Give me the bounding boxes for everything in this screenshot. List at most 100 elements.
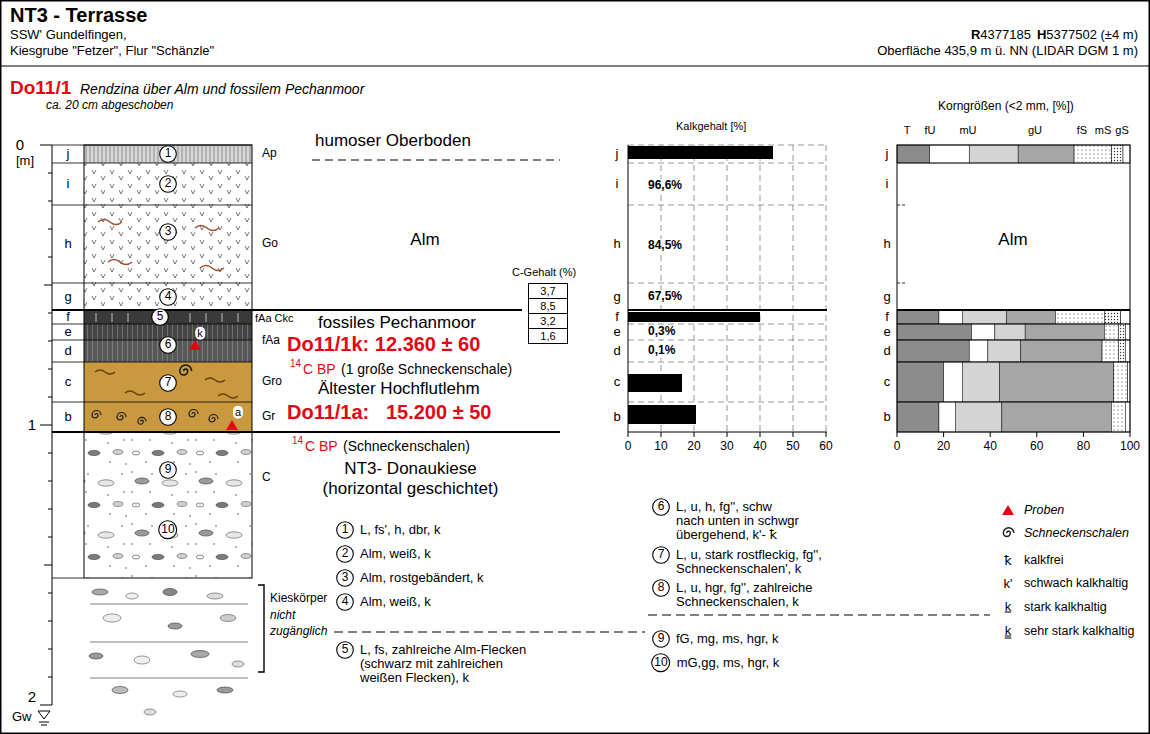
column-heading: gS	[1115, 124, 1128, 137]
coordinate-key: H	[1037, 28, 1046, 43]
number-circle-outline	[160, 176, 177, 193]
legend-symbol: k	[1005, 600, 1012, 615]
horizon-letter: i	[616, 177, 619, 192]
horizon-letter: e	[64, 325, 71, 340]
snail-shells	[138, 417, 146, 424]
soil-column	[84, 145, 252, 163]
layer-description: L, fs, zahlreiche Alm-Flecken (schwarz m…	[360, 643, 540, 685]
table-cell: 8,5	[528, 298, 568, 314]
table-value: 8,5	[540, 300, 555, 313]
grain-bar-segment	[1007, 310, 1056, 324]
rust-mottles	[125, 391, 145, 395]
soil-column	[84, 145, 252, 578]
layer-key: 5L, fs, zahlreiche Alm-Flecken (schwarz …	[336, 641, 354, 659]
grain-bar-segment	[988, 340, 1021, 362]
legend-symbol: k	[1005, 624, 1012, 639]
horizon-letter: j	[886, 147, 889, 162]
number-circle-outline	[653, 631, 670, 648]
bracket-label: Kieskörper	[270, 592, 327, 606]
lime-chart	[628, 374, 682, 392]
legend-symbols	[1002, 505, 1014, 537]
rust-bands	[98, 220, 224, 271]
axis-tick-label: 0	[894, 440, 901, 454]
inaccessible-gravel	[232, 661, 244, 667]
axis-tick-label: 50	[786, 440, 799, 454]
value-label: 0,3%	[646, 325, 677, 339]
chart-title: Kalkgehalt [%]	[676, 120, 746, 133]
layer-description: fG, mg, ms, hgr, k	[676, 632, 876, 646]
column-heading: fS	[1077, 124, 1087, 137]
axis-tick-label: 60	[1030, 440, 1043, 454]
location-text: Kiesgrube "Fetzer", Flur "Schänzle"	[10, 44, 214, 59]
horizon-letter: c	[614, 375, 621, 390]
value-label: 84,5%	[646, 239, 684, 253]
layer-key: 9fG, mg, ms, hgr, k	[652, 630, 670, 648]
layer-key: 3Alm, rostgebändert, k	[336, 569, 354, 587]
lime-chart	[628, 405, 696, 424]
depth-tick-label: 0	[16, 136, 24, 153]
horizon-letter: e	[883, 325, 890, 340]
inaccessible-gravel	[220, 615, 236, 622]
inaccessible-gravel	[90, 604, 248, 678]
horizon-code: fAa	[262, 334, 280, 348]
snail-shells	[92, 411, 101, 419]
number-circle-outline	[653, 547, 670, 564]
depth-unit: [m]	[16, 154, 34, 169]
horizon-code: fAa Ckc	[255, 312, 294, 325]
inaccessible-gravel	[144, 709, 156, 715]
snail-shells	[117, 413, 126, 421]
callout-number: 7	[165, 376, 172, 390]
rust-bands	[195, 226, 219, 231]
table-value: 3,7	[540, 285, 555, 298]
layer-label: humoser Oberboden	[315, 131, 471, 151]
grain-bar-segment	[1123, 145, 1130, 163]
table-cell: 3,2	[528, 313, 568, 329]
value-label: 0,1%	[646, 344, 677, 358]
number-circle-outline	[160, 146, 177, 163]
layer-description: mG,gg, ms, hgr, k	[677, 656, 877, 670]
callout-number: 4	[165, 290, 172, 304]
horizon-letter: d	[613, 344, 620, 359]
callout-number: 5	[342, 643, 349, 657]
callout-number: 3	[165, 225, 172, 239]
number-circle-outline	[160, 224, 177, 241]
groundwater-symbol	[38, 711, 50, 719]
radiocarbon-date: Do11/1k: 12.360 ± 60	[287, 333, 480, 356]
axis-tick-label: 100	[1120, 440, 1140, 454]
isotope-superscript: 14	[290, 358, 301, 370]
axis-tick-label: 30	[720, 440, 733, 454]
layer-number: 10	[158, 520, 177, 539]
horizon-letter: i	[886, 177, 889, 192]
layer-boundaries	[52, 431, 560, 433]
profile-subtitle: Rendzina über Alm und fossilem Pechanmoo…	[80, 81, 364, 97]
inaccessible-gravel	[103, 614, 121, 622]
grain-bar-segment	[1118, 340, 1125, 362]
horizon-letter: f	[66, 310, 70, 325]
axis-tick-label: 20	[937, 440, 950, 454]
callout-number: 8	[658, 581, 665, 595]
date-unit: C BP	[303, 361, 336, 377]
layer-boundaries	[52, 145, 560, 578]
number-circle-outline	[337, 594, 354, 611]
soil-column	[84, 362, 252, 432]
layer-description: L, u, h, fg'', schw nach unten in schwgr…	[676, 500, 803, 542]
grain-bar-segment	[897, 340, 969, 362]
column-heading: T	[904, 124, 911, 137]
note-text: ca. 20 cm abgeschoben	[46, 99, 173, 113]
grain-bar-segment	[1020, 340, 1102, 362]
coordinate-value: 5377502 (±4 m)	[1046, 28, 1138, 43]
callout-number: 1	[165, 147, 172, 161]
radiocarbon-date: Do11/1a: 15.200 ± 50	[287, 401, 491, 424]
column-heading: mU	[959, 124, 976, 137]
horizon-letter: j	[67, 147, 70, 162]
axis-tick-label: 60	[819, 440, 832, 454]
sample-markers	[189, 340, 238, 430]
sample-label: k	[195, 327, 205, 340]
layer-label: NT3- Donaukiese (horizontal geschichtet)	[313, 459, 508, 499]
grain-bar-segment	[1125, 324, 1130, 340]
inaccessible-gravel	[134, 656, 150, 664]
rust-mottles	[95, 370, 238, 398]
lime-chart	[628, 145, 827, 437]
legend-label: stark kalkhaltig	[1024, 600, 1107, 614]
